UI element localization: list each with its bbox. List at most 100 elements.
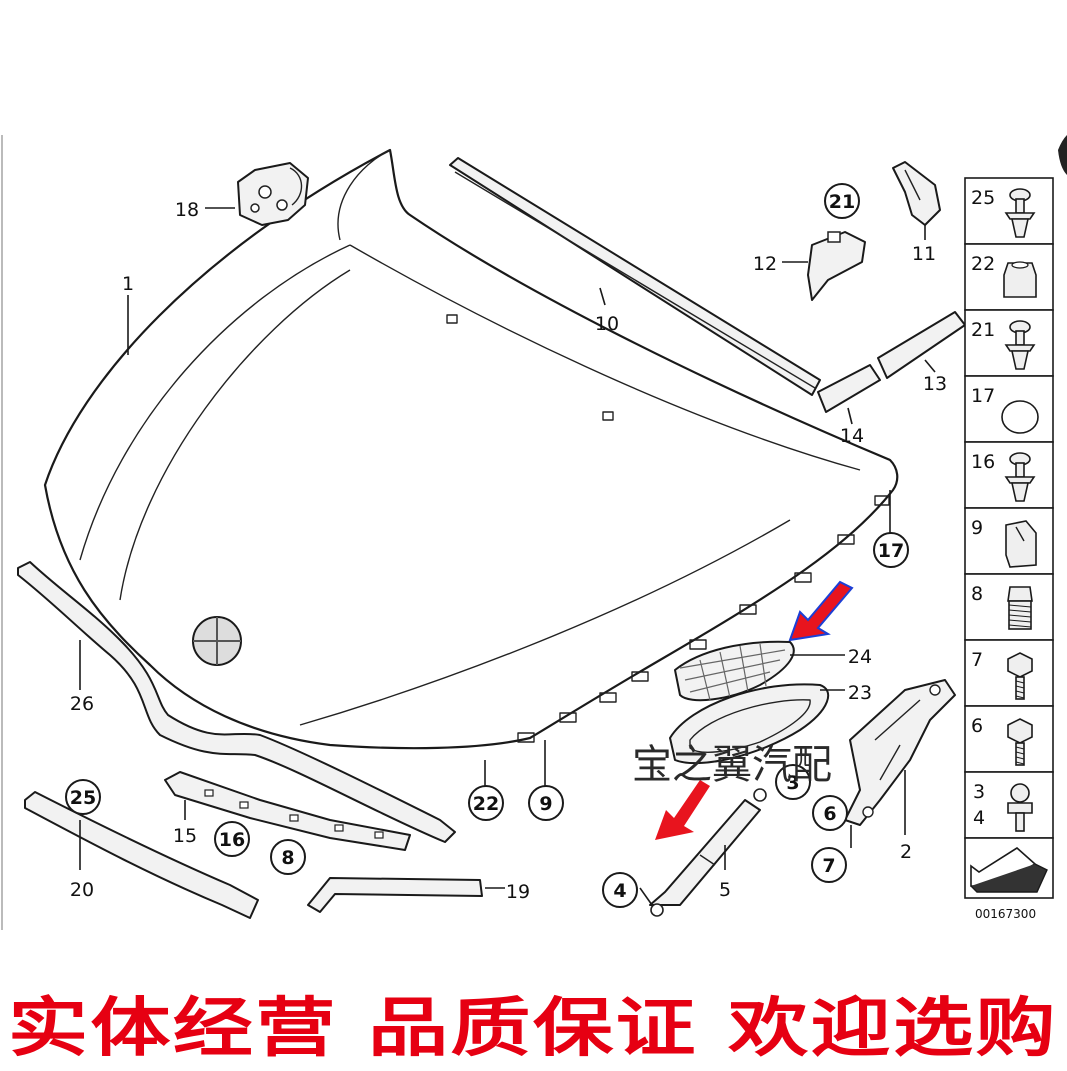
hinge-2-part <box>844 679 956 826</box>
fastener-label: 25 <box>971 187 995 209</box>
hex-bolt-icon <box>1007 718 1033 766</box>
fastener-cell: 9 <box>964 507 1054 575</box>
clip-11-part <box>892 161 941 226</box>
callout-label-20: 20 <box>70 879 94 901</box>
circled-callout-16: 16 <box>214 821 250 857</box>
rubber-buffer-icon <box>1003 261 1037 298</box>
circled-callout-21: 21 <box>824 183 860 219</box>
callout-label-12: 12 <box>753 253 777 275</box>
screw-clip-icon <box>1004 452 1036 502</box>
air-grille-24-part <box>674 640 795 702</box>
callout-number: 9 <box>539 793 552 815</box>
fastener-cell-box <box>964 441 1054 509</box>
lower-seal-20-part <box>24 791 259 919</box>
fastener-label: 16 <box>971 451 995 473</box>
slogan-banner: 实体经营 品质保证 欢迎选购 <box>8 991 1058 1066</box>
circled-callout-17: 17 <box>873 532 909 568</box>
ball-stud-icon <box>1007 783 1033 832</box>
red-arrow-icon <box>788 580 854 642</box>
callout-number: 3 <box>786 772 799 794</box>
circled-callout-9: 9 <box>528 785 564 821</box>
grille-bracket-15-part <box>164 771 411 851</box>
leader-lines <box>79 207 936 906</box>
diagram-code: 00167300 <box>975 907 1036 921</box>
fastener-cell: 6 <box>964 705 1054 773</box>
fastener-cell: 21 <box>964 309 1054 377</box>
callout-label-23: 23 <box>848 682 872 704</box>
circled-callout-7: 7 <box>811 847 847 883</box>
fastener-label: 6 <box>971 715 983 737</box>
circled-callout-25: 25 <box>65 779 101 815</box>
screw-clip-icon <box>1004 320 1036 370</box>
circled-callout-22: 22 <box>468 785 504 821</box>
circled-callout-4: 4 <box>602 872 638 908</box>
seal-14-part <box>817 364 881 413</box>
red-arrow-icon <box>655 780 710 840</box>
fastener-cell: 16 <box>964 441 1054 509</box>
fastener-label: 8 <box>971 583 983 605</box>
fastener-label: 21 <box>971 319 995 341</box>
front-seal-26-part <box>17 561 456 843</box>
fastener-label: 17 <box>971 385 995 407</box>
clip-nut-icon <box>1005 520 1037 568</box>
fastener-cell-box <box>964 705 1054 773</box>
callout-circle <box>873 532 909 568</box>
callout-label-1: 1 <box>122 273 134 295</box>
fastener-cell: 7 <box>964 639 1054 707</box>
adjust-buffer-icon <box>1007 586 1033 630</box>
callout-label-5: 5 <box>719 879 731 901</box>
callout-label-18: 18 <box>175 199 199 221</box>
arrow-icon <box>970 847 1048 893</box>
fastener-cell: 8 <box>964 573 1054 641</box>
callout-label-26: 26 <box>70 693 94 715</box>
fastener-cell-box <box>964 243 1054 311</box>
callout-circle <box>528 785 564 821</box>
gas-strut-5-part <box>649 788 767 917</box>
callout-number: 21 <box>829 191 855 213</box>
fastener-label: 9 <box>971 517 983 539</box>
callout-label-19: 19 <box>506 881 530 903</box>
seal-13-part <box>877 311 966 379</box>
callout-number: 6 <box>823 803 836 825</box>
hood-panel <box>43 148 899 750</box>
callout-label-2: 2 <box>900 841 912 863</box>
callout-number: 16 <box>219 829 245 851</box>
circled-callout-8: 8 <box>270 839 306 875</box>
callout-label-10: 10 <box>595 313 619 335</box>
callout-circle <box>65 779 101 815</box>
screw-clip-icon <box>1004 188 1036 238</box>
callout-circle <box>214 821 250 857</box>
callout-circle <box>824 183 860 219</box>
callout-number: 22 <box>473 793 499 815</box>
callout-circle <box>602 872 638 908</box>
callout-circle <box>270 839 306 875</box>
callout-label-24: 24 <box>848 646 872 668</box>
callout-number: 4 <box>613 880 626 902</box>
callout-number: 25 <box>70 787 96 809</box>
circled-callout-3: 3 <box>775 764 811 800</box>
watermark-text: 宝之翼汽配 <box>632 742 832 788</box>
fastener-cell: 17 <box>964 375 1054 443</box>
callout-label-11: 11 <box>912 243 936 265</box>
callout-number: 17 <box>878 540 904 562</box>
callout-circle <box>468 785 504 821</box>
callout-label-13: 13 <box>923 373 947 395</box>
bracket-12-part <box>807 231 866 301</box>
hose-19-part <box>307 877 483 913</box>
fastener-label: 7 <box>971 649 983 671</box>
callout-circle <box>811 847 847 883</box>
fastener-label: 22 <box>971 253 995 275</box>
lock-bracket-part <box>237 162 309 226</box>
fastener-cell-box <box>964 573 1054 641</box>
corner-mark <box>1058 135 1067 175</box>
fastener-cell: 22 <box>964 243 1054 311</box>
round-plug-icon <box>1001 400 1039 434</box>
callout-circle <box>775 764 811 800</box>
fastener-label: 4 <box>973 807 985 829</box>
seal-strip-10-part <box>449 157 821 396</box>
callout-number: 7 <box>822 855 835 877</box>
